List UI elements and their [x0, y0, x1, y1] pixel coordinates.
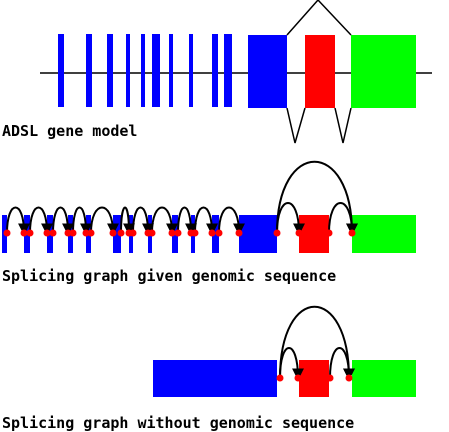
splice-site-node [276, 374, 284, 382]
splice-site-node [26, 229, 34, 237]
intron-arc [132, 206, 154, 236]
intron-arc [90, 206, 119, 236]
intron-arc [276, 202, 305, 236]
splice-site-node [273, 229, 281, 237]
splice-site-node [117, 229, 125, 237]
small-exon [224, 34, 232, 107]
alternative-exon-red [305, 35, 335, 108]
splice-site-node [69, 229, 77, 237]
constitutive-exon-blue [248, 35, 287, 108]
small-exon [107, 34, 113, 107]
splice-site-node [43, 229, 51, 237]
graph-no-genomic-caption: Splicing graph without genomic sequence [2, 414, 354, 432]
intron-arc [72, 206, 92, 236]
small-exon [189, 34, 193, 107]
splice-site-node [148, 229, 156, 237]
intron-arc [120, 206, 135, 236]
splice-arcs [279, 305, 355, 381]
splice-site-node [20, 229, 28, 237]
splice-site-node [345, 374, 353, 382]
splice-site-node [168, 229, 176, 237]
inclusion-splice-line [334, 107, 352, 144]
constitutive-exon-green [351, 35, 416, 108]
intron-arc [151, 206, 178, 236]
splice-site-node [348, 229, 356, 237]
splice-site-node [294, 374, 302, 382]
splice-site-node [325, 229, 333, 237]
splice-site-node [129, 229, 137, 237]
intron-arc [218, 206, 245, 236]
small-exon [58, 34, 64, 107]
exon-skip-arc [279, 305, 355, 381]
splice-site-node [87, 229, 95, 237]
constitutive-exon-green [352, 360, 416, 397]
splice-site-node [208, 229, 216, 237]
splice-site-node [191, 229, 199, 237]
splice-site-node [215, 229, 223, 237]
small-exon [126, 34, 130, 107]
gene-model-caption: ADSL gene model [2, 122, 137, 140]
small-exon [169, 34, 173, 107]
splice-site-node [174, 229, 182, 237]
splice-site-node [235, 229, 243, 237]
splice-site-node [326, 374, 334, 382]
small-exon [152, 34, 160, 107]
splice-site-node [3, 229, 11, 237]
constitutive-exon-blue [153, 360, 277, 397]
small-exon [212, 34, 218, 107]
skip-splice-line [286, 0, 352, 36]
constitutive-exon-green [352, 215, 416, 253]
alternative-exon-red [299, 215, 329, 253]
intron-arc [328, 202, 358, 236]
constitutive-exon-blue [239, 215, 277, 253]
splice-site-nodes [3, 229, 356, 237]
small-exon [141, 34, 145, 107]
intron-arc [177, 206, 197, 236]
intron-arc [194, 206, 218, 236]
splice-site-node [82, 229, 90, 237]
intron-arc [52, 206, 74, 236]
intron-arc [29, 206, 53, 236]
splicing-graph-no-genomic-panel: Splicing graph without genomic sequence [2, 305, 416, 432]
alternative-exon-red [299, 360, 329, 397]
splicing-graph-genomic-panel: Splicing graph given genomic sequence [2, 160, 416, 285]
splice-site-node [64, 229, 72, 237]
splice-site-node [109, 229, 117, 237]
splice-site-node [49, 229, 57, 237]
splice-site-nodes [276, 374, 353, 382]
splice-arcs [6, 160, 358, 236]
gene-model-panel: ADSL gene model [2, 0, 432, 144]
splice-site-node [295, 229, 303, 237]
inclusion-splice-line [286, 107, 306, 144]
small-exon [86, 34, 92, 107]
graph-genomic-caption: Splicing graph given genomic sequence [2, 267, 336, 285]
intron-arc [6, 206, 30, 236]
exon-skip-arc [276, 160, 358, 236]
